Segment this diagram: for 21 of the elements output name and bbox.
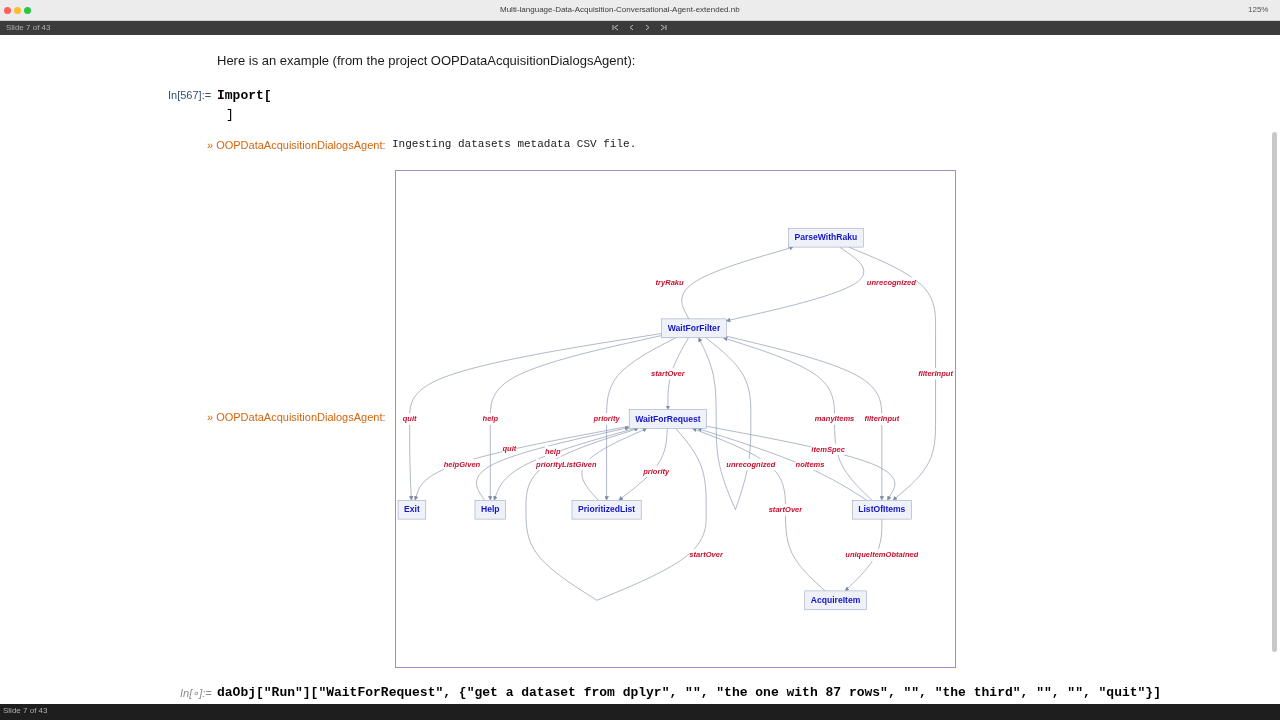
node-box	[474, 500, 506, 520]
zoom-level: 125%	[1248, 5, 1269, 14]
code-text: ]	[226, 107, 234, 122]
message-label: » OOPDataAcquisitionDialogsAgent:	[207, 139, 386, 151]
message-text: Ingesting datasets metadata CSV file.	[392, 138, 637, 150]
input-prompt: In[∘]:=	[180, 687, 212, 700]
code-text: Import[	[217, 88, 272, 103]
input-prompt: In[567]:=	[168, 89, 212, 101]
paragraph: Here is an example (from the project OOPDataAcquisitionDialogsAgent):	[217, 53, 636, 68]
node-box	[628, 409, 707, 429]
slide-counter: Slide 7 of 43	[6, 23, 51, 32]
window-title: Multi-language-Data-Acquisition-Conversational-Agent-extended.nb	[500, 5, 740, 14]
code-text: daObj["Run"]["WaitForRequest", {"get a dataset from dplyr", "", "the one with 87 rows", "", "the third", "", "", "quit"}]	[217, 685, 1161, 700]
node-box	[397, 500, 427, 520]
node-box	[571, 500, 642, 520]
node-box	[661, 318, 727, 338]
node-box	[851, 500, 912, 520]
message-label: » OOPDataAcquisitionDialogsAgent:	[207, 411, 386, 423]
slide-counter: Slide 7 of 43	[3, 706, 48, 715]
node-box	[788, 227, 864, 248]
node-box	[804, 590, 867, 611]
